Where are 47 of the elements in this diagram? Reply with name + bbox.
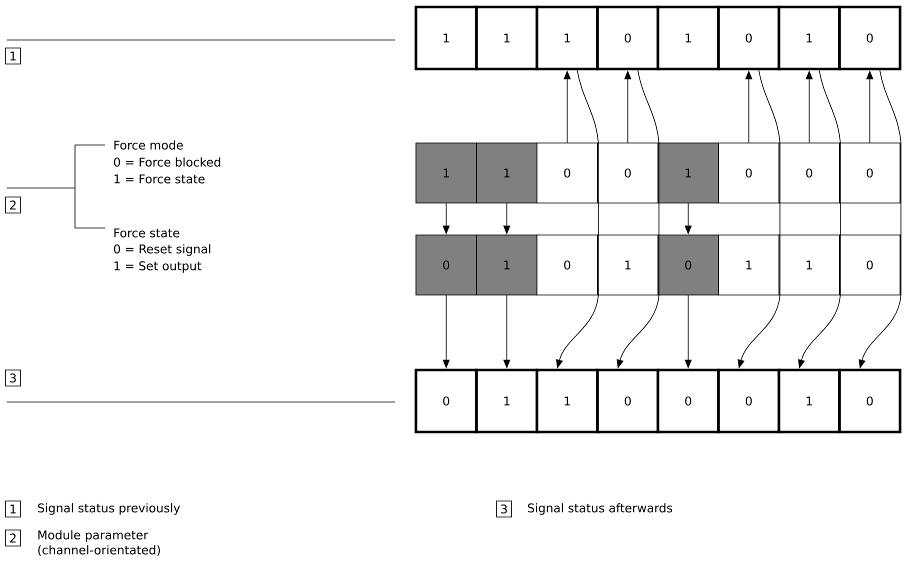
bit-cell: 0 [658,234,719,296]
bit-cell: 1 [476,234,538,296]
bit-cell: 0 [838,368,902,434]
callout-number: 1 [5,48,21,64]
bit-cell: 0 [717,6,780,70]
legend-text: Module parameter (channel-orientated) [38,530,160,556]
bit-cell: 1 [414,6,478,70]
bit-cell: 1 [536,6,599,70]
callout-number: 1 [5,500,21,518]
bit-cell: 1 [656,6,720,70]
bit-cell: 0 [414,368,478,434]
bit-cell: 0 [536,142,598,204]
bit-cell: 1 [658,142,719,204]
bit-cell: 0 [839,234,900,296]
bit-cell: 0 [597,142,658,204]
label: Signal status afterwards [528,503,672,515]
bit-cell: 0 [596,368,660,434]
label: Force state [114,228,180,238]
bit-cell: 1 [416,142,477,204]
label: 1 = Force state [114,174,205,184]
bit-cell: 1 [536,368,599,434]
label: 0 = Force blocked [114,157,220,167]
bit-cell: 1 [476,142,538,204]
bit-cell: 0 [596,6,660,70]
bit-cell: 0 [717,368,780,434]
label: Force mode [114,140,183,150]
bit-cell: 0 [656,368,720,434]
bit-cell: 0 [838,6,902,70]
bit-cell: 1 [475,368,538,434]
label: 0 = Reset signal [114,244,210,256]
bit-cell: 0 [416,234,477,296]
callout-number: 3 [496,500,512,518]
bit-cell: 1 [718,234,780,296]
bit-cell: 1 [475,6,538,70]
bit-cell: 0 [839,142,900,204]
callout-number: 2 [5,530,21,546]
bit-cell: 0 [718,142,780,204]
label: Signal status previously [38,503,180,515]
bit-cell: 1 [597,234,658,296]
label: 1 = Set output [114,261,202,273]
bit-cell: 1 [778,234,840,296]
bit-cell: 1 [778,368,841,434]
bit-cell: 0 [536,234,598,296]
bit-cell: 0 [778,142,840,204]
bit-cell: 1 [778,6,841,70]
callout-number: 2 [5,196,21,214]
callout-number: 3 [5,370,21,386]
